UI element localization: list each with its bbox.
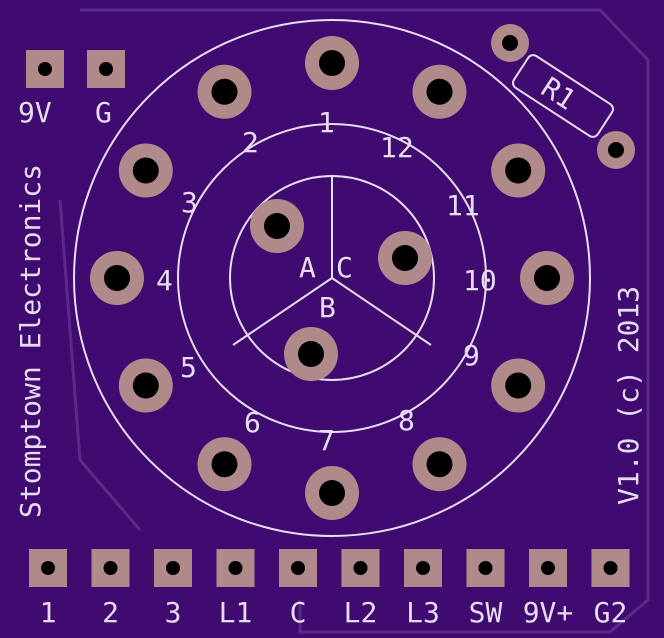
bottom-pad-hole-6	[353, 561, 368, 575]
ring-pad-hole-2	[426, 78, 453, 105]
bottom-pad-hole-4	[228, 561, 243, 575]
resistor-hole-1	[502, 35, 518, 51]
switch-outline	[73, 19, 591, 537]
ring-pads	[90, 36, 574, 520]
bottom-pad-label-5: C	[290, 596, 307, 629]
traces	[58, 8, 650, 634]
ring-number-12: 12	[380, 131, 414, 164]
top-pads: 9V G	[18, 50, 125, 129]
ring-pad-hole-1	[319, 50, 345, 76]
bottom-pad-label-1: 1	[40, 596, 57, 629]
ring-pad-hole-8	[211, 451, 238, 478]
wiper-label-b: B	[319, 291, 336, 324]
ring-pad-hole-4	[534, 265, 560, 291]
bottom-pad-hole-5	[291, 561, 305, 575]
resistor-body: R1	[512, 54, 614, 138]
ring-number-10: 10	[463, 264, 497, 297]
ring-number-4: 4	[156, 264, 173, 297]
bottom-pad-hole-8	[478, 561, 493, 575]
bottom-pad-label-9: 9V+	[523, 596, 574, 629]
middle-ring	[177, 123, 487, 433]
wiper-pads	[250, 199, 432, 381]
wiper-hole-c	[392, 245, 418, 271]
pad-g-label: G	[95, 96, 112, 129]
trace-left	[58, 199, 142, 531]
ring-number-2: 2	[242, 126, 259, 159]
divider-left	[232, 277, 333, 346]
wiper-hole-a	[264, 213, 290, 239]
ring-number-1: 1	[318, 106, 335, 139]
bottom-pad-label-2: 2	[102, 596, 119, 629]
resistor-outline	[512, 54, 614, 138]
pad-9v-hole	[38, 62, 52, 76]
wiper-label-c: C	[336, 251, 353, 284]
version-text: V1.0 (c) 2013	[612, 286, 645, 505]
ring-pad-hole-5	[505, 372, 532, 399]
trace-outline	[80, 8, 650, 634]
ring-numbers: 1 2 3 4 5 6 7 8 9 10 11 12	[156, 106, 497, 457]
ring-number-7: 7	[318, 424, 335, 457]
ring-number-8: 8	[398, 404, 415, 437]
resistor-label: R1	[535, 71, 581, 117]
wiper-labels: A B C	[299, 251, 353, 324]
bottom-pad-hole-1	[41, 561, 55, 575]
ring-number-3: 3	[181, 186, 198, 219]
ring-pad-hole-11	[132, 157, 159, 184]
bottom-pad-hole-9	[541, 561, 555, 575]
bottom-pad-hole-7	[416, 561, 430, 575]
pad-9v-label: 9V	[18, 96, 52, 129]
bottom-pad-label-6: L2	[344, 596, 378, 629]
ring-pad-hole-10	[104, 265, 130, 291]
ring-pad-hole-9	[132, 372, 159, 399]
brand-text: Stomptown Electronics	[14, 164, 47, 518]
ring-number-5: 5	[180, 351, 197, 384]
ring-pad-hole-6	[426, 451, 453, 478]
bottom-pad-label-7: L3	[406, 596, 440, 629]
outer-ring	[73, 19, 591, 537]
ring-number-9: 9	[463, 339, 480, 372]
ring-number-6: 6	[244, 406, 261, 439]
wiper-hole-b	[298, 341, 324, 367]
wiper-label-a: A	[299, 251, 316, 284]
ring-pad-hole-3	[505, 157, 532, 184]
bottom-pad-hole-3	[166, 561, 180, 575]
divider-right	[331, 277, 432, 346]
ring-pad-hole-7	[319, 480, 345, 506]
bottom-pad-hole-10	[603, 561, 618, 575]
resistor-hole-2	[608, 142, 624, 158]
bottom-pad-label-10: G2	[594, 596, 628, 629]
pad-g-hole	[99, 62, 113, 76]
ring-number-11: 11	[446, 189, 480, 222]
bottom-pads: 1 2 3 L1 C L2 L3 SW 9V+ G2	[29, 549, 630, 629]
bottom-pad-label-3: 3	[165, 596, 182, 629]
bottom-pad-label-4: L1	[219, 596, 253, 629]
bottom-pad-hole-2	[103, 561, 118, 575]
ring-pad-hole-12	[211, 78, 238, 105]
bottom-pad-label-8: SW	[469, 596, 503, 629]
